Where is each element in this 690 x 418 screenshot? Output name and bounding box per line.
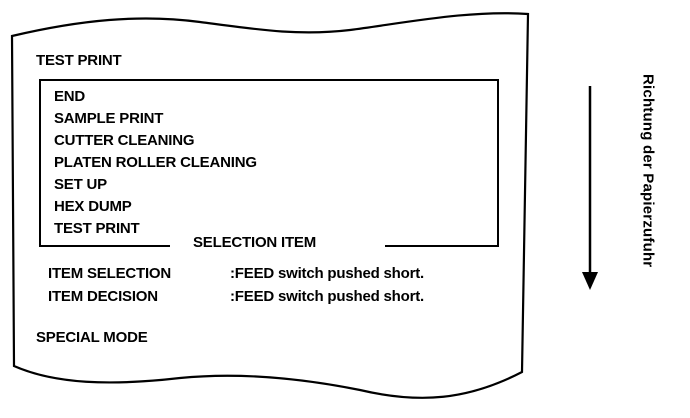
menu-item-test-print: TEST PRINT — [54, 220, 140, 237]
item-decision-label: ITEM DECISION — [48, 288, 158, 305]
item-decision-value: :FEED switch pushed short. — [230, 288, 424, 305]
menu-item-sample-print: SAMPLE PRINT — [54, 110, 164, 127]
menu-item-set-up: SET UP — [54, 176, 107, 193]
menu-item-end: END — [54, 88, 86, 105]
selection-box-outline — [39, 79, 499, 247]
special-mode-label: SPECIAL MODE — [36, 329, 148, 346]
menu-item-platen-roller-cleaning: PLATEN ROLLER CLEANING — [54, 154, 257, 171]
selection-item-list: END SAMPLE PRINT CUTTER CLEANING PLATEN … — [54, 88, 257, 242]
selection-item-title: SELECTION ITEM — [180, 235, 330, 250]
menu-item-cutter-cleaning: CUTTER CLEANING — [54, 132, 195, 149]
test-print-title: TEST PRINT — [36, 52, 122, 69]
paper-feed-arrow-icon — [582, 86, 598, 290]
item-selection-label: ITEM SELECTION — [48, 265, 172, 282]
item-selection-value: :FEED switch pushed short. — [230, 265, 424, 282]
paper-feed-direction-label: Richtung der Papierzufuhr — [639, 74, 657, 268]
menu-item-hex-dump: HEX DUMP — [54, 198, 132, 215]
